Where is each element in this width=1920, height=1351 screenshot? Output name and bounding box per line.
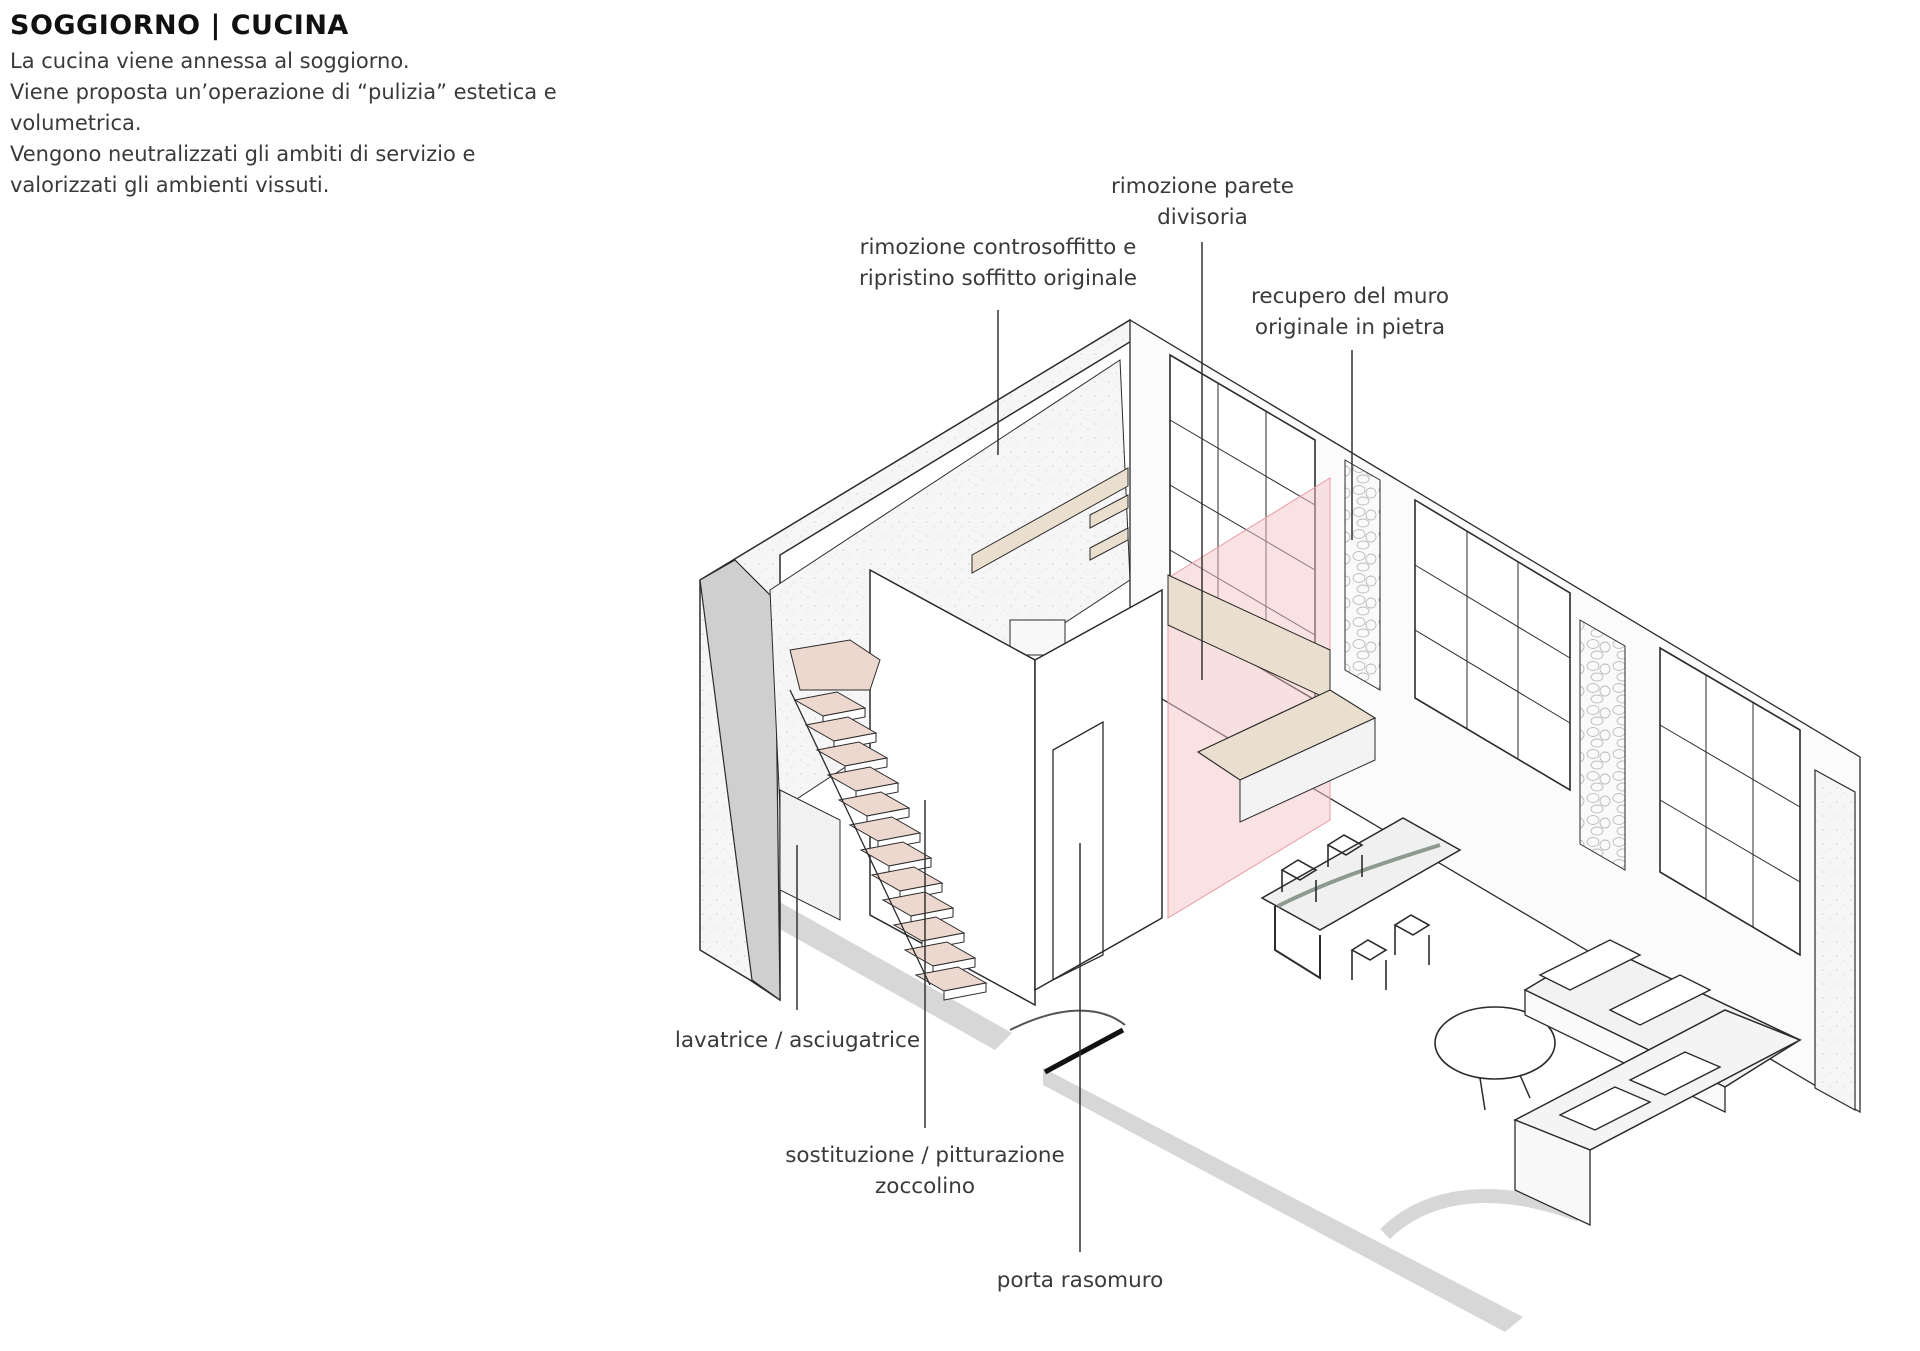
removed-partition [1167, 477, 1331, 919]
dining-chairs [1280, 834, 1431, 990]
description: La cucina viene annessa al soggiorno. Vi… [10, 46, 610, 201]
cushion [1628, 1051, 1722, 1096]
stone-wall-1 [1344, 459, 1381, 691]
living-area [1434, 939, 1802, 1227]
right-end-wall [1814, 768, 1856, 1112]
label-line: divisoria [1157, 205, 1248, 230]
page-title: SOGGIORNO | CUCINA [10, 10, 349, 41]
window-3 [1659, 646, 1801, 957]
chair [1350, 939, 1388, 990]
label-line: recupero del muro [1250, 284, 1450, 309]
dining-table-set [1260, 817, 1462, 990]
cushion [1538, 939, 1642, 991]
label-line: originale in pietra [1254, 315, 1446, 340]
description-line: valorizzati gli ambienti vissuti. [10, 173, 330, 197]
label-stone-wall: recupero del muro originale in pietra [1235, 281, 1465, 343]
floor-cut-section [755, 888, 1583, 1332]
left-wall-cut [699, 559, 781, 1002]
shelf-long [971, 467, 1129, 574]
description-line: La cucina viene annessa al soggiorno. [10, 49, 410, 73]
kitchen-island-side [1239, 717, 1376, 823]
partition-right-face [1034, 588, 1163, 992]
sofa-cushions [1538, 939, 1722, 1131]
coffee-table-leg [1519, 1074, 1531, 1099]
kitchen [971, 467, 1377, 823]
left-wall [699, 318, 1139, 1002]
door-swing-arc [1009, 1009, 1126, 1031]
label-line: lavatrice / asciugatrice [674, 1028, 921, 1053]
description-line: volumetrica. [10, 111, 142, 135]
label-line: sostituzione / pitturazione [785, 1143, 1065, 1168]
chair [1280, 859, 1318, 902]
coffee-table [1434, 1006, 1556, 1080]
laundry-cabinet [779, 789, 841, 921]
stair-riser [943, 982, 987, 1001]
stair-landing [789, 639, 881, 691]
removed-wall-plane [1167, 477, 1331, 919]
table-leg-frame [1274, 906, 1321, 980]
description-line: Viene proposta un’operazione di “pulizia… [10, 80, 557, 104]
stone-wall-2 [1579, 619, 1626, 871]
label-line: porta rasomuro [996, 1268, 1164, 1293]
leader-lines [796, 242, 1353, 1252]
table-inlay [1277, 843, 1441, 908]
label-line: rimozione controsoffitto e [859, 235, 1137, 260]
sofa-side [1514, 1119, 1591, 1227]
label-line: zoccolino [875, 1174, 975, 1199]
label-line: rimozione parete [1110, 174, 1295, 199]
label-flush-door: porta rasomuro [975, 1265, 1185, 1296]
chair [1326, 834, 1364, 877]
shelf-short-2 [1089, 527, 1129, 561]
stair-stringer [789, 689, 931, 986]
label-laundry: lavatrice / asciugatrice [665, 1025, 930, 1056]
dining-table-top [1260, 817, 1462, 931]
coffee-table-leg [1479, 1077, 1486, 1111]
shelf-short-1 [1089, 494, 1129, 529]
flush-door [1052, 720, 1104, 982]
staircase [789, 639, 988, 1001]
description-line: Vengono neutralizzati gli ambiti di serv… [10, 142, 476, 166]
label-ceiling-removal: rimozione controsoffitto e ripristino so… [848, 232, 1148, 294]
label-skirting: sostituzione / pitturazione zoccolino [775, 1140, 1075, 1202]
stair-treads [789, 689, 988, 1001]
label-wall-removal: rimozione parete divisoria [1080, 171, 1325, 233]
label-line: ripristino soffitto originale [858, 266, 1138, 291]
chair [1393, 914, 1431, 965]
floor-section-left [755, 888, 1012, 1050]
door-leaf-mark [1043, 1027, 1125, 1075]
floor-section-right [1043, 1068, 1523, 1332]
cushion [1558, 1086, 1652, 1131]
cushion [1608, 974, 1712, 1026]
